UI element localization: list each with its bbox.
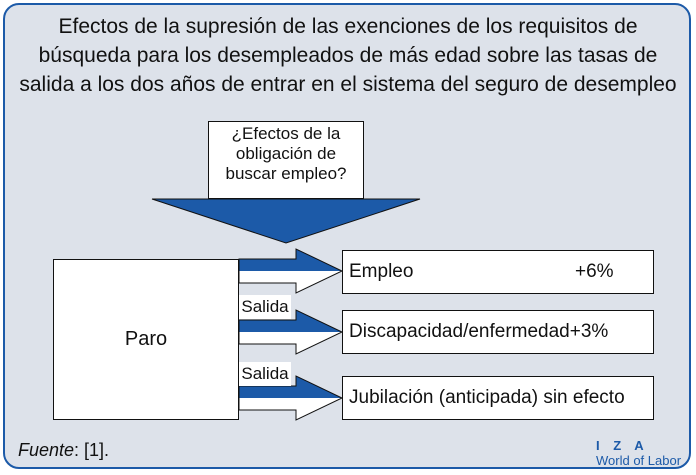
paro-label: Paro	[124, 328, 168, 350]
title-line-1: Efectos de la supresión de las exencione…	[58, 15, 638, 38]
question-down-arrow	[151, 198, 421, 244]
outcome-empleo-effect: +6%	[575, 261, 614, 282]
arrow-to-discapacidad	[238, 309, 344, 355]
outcome-jubilacion-box: Jubilación (anticipada) sin efecto	[342, 376, 654, 420]
salida-label-1: Salida	[239, 295, 291, 319]
arrow-to-empleo	[238, 248, 344, 294]
outcome-jubilacion-label: Jubilación (anticipada) sin efecto	[349, 387, 625, 408]
title-line-2: búsqueda para los desempleados de más ed…	[38, 44, 658, 67]
outcome-discapacidad-box: Discapacidad/enfermedad +3%	[342, 310, 654, 354]
iza-logo-text: I Z A	[596, 439, 649, 453]
world-of-labor-text: World of Labor	[596, 453, 682, 468]
source-ref: : [1].	[74, 440, 110, 460]
source-note: Fuente: [1].	[18, 440, 109, 461]
paro-box: Paro	[53, 259, 239, 420]
iza-logo: I Z A World of Labor	[596, 439, 696, 475]
question-line-3: buscar empleo?	[225, 164, 347, 183]
question-line-1: ¿Efectos de la	[231, 124, 341, 143]
figure-title: Efectos de la supresión de las exencione…	[0, 12, 696, 99]
outcome-empleo-label: Empleo	[349, 261, 414, 282]
question-box: ¿Efectos de la obligación de buscar empl…	[208, 121, 364, 199]
salida-label-2: Salida	[239, 362, 291, 386]
source-word: Fuente	[18, 440, 75, 460]
outcome-empleo-box: Empleo +6%	[342, 250, 654, 294]
outcome-discapacidad-label: Discapacidad/enfermedad	[349, 321, 570, 342]
arrow-to-jubilacion	[238, 375, 344, 421]
outcome-discapacidad-effect: +3%	[569, 321, 609, 342]
question-line-2: obligación de	[235, 144, 337, 163]
title-line-3: salida a los dos años de entrar en el si…	[19, 73, 677, 96]
